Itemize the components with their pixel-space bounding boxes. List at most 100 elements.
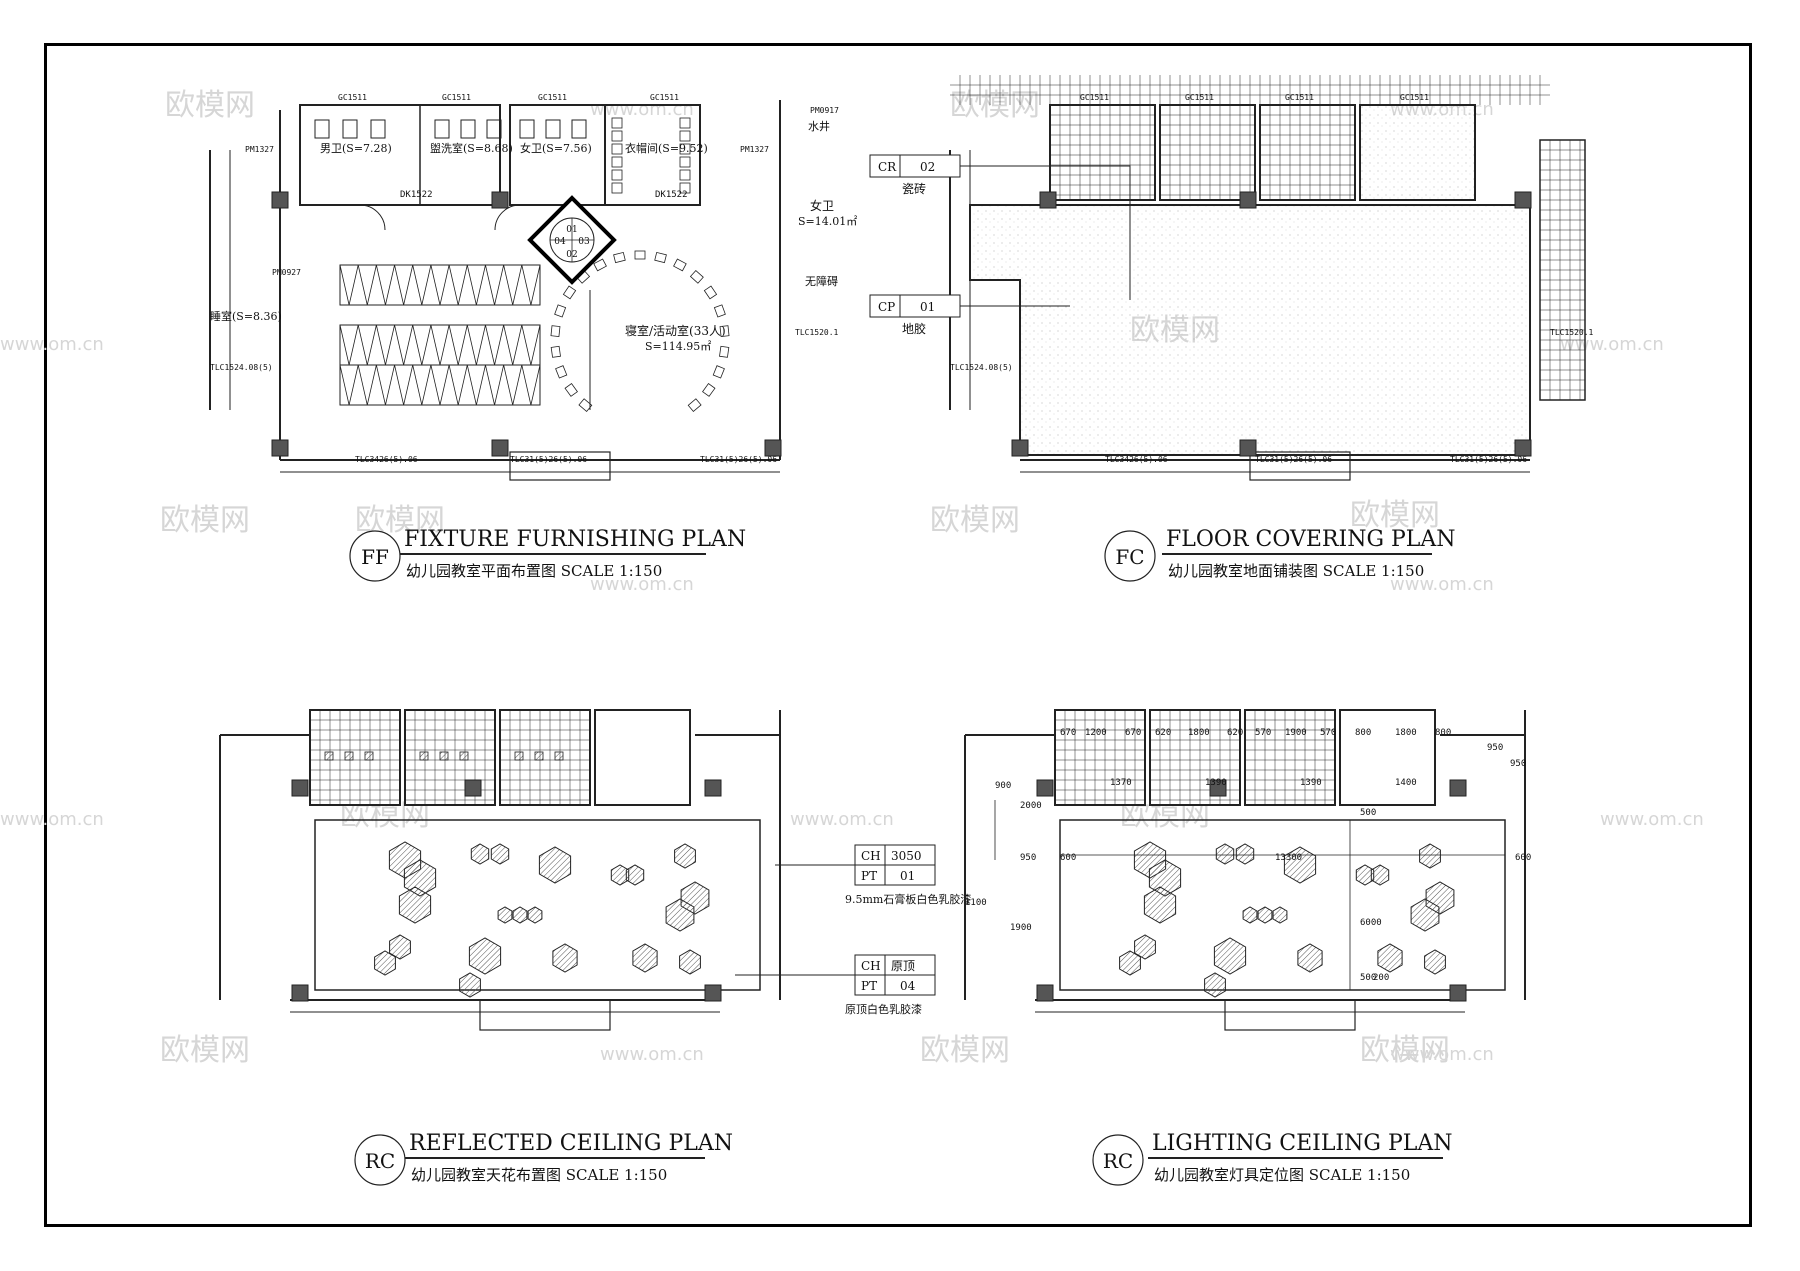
plan-code: RC bbox=[1103, 1149, 1133, 1173]
watermark-url: www.om.cn bbox=[790, 809, 894, 830]
tag-label: DK1522 bbox=[400, 190, 433, 200]
ceiling-grid-room bbox=[1054, 709, 1146, 806]
bed-pattern bbox=[339, 264, 541, 306]
hexagon-ceiling-light bbox=[490, 843, 510, 865]
compass-label: 02 bbox=[566, 250, 577, 260]
tag-label: TLC1524.08(5) bbox=[950, 363, 1013, 372]
plan-title: FLOOR COVERING PLAN bbox=[1166, 527, 1456, 552]
dimension-label: 1390 bbox=[1205, 778, 1227, 788]
ceiling-grid-room bbox=[499, 709, 591, 806]
watermark-brand: 欧模网 bbox=[160, 1033, 250, 1068]
ceiling-grid-room bbox=[1244, 709, 1336, 806]
leader-line bbox=[1070, 165, 1131, 300]
hexagon-ceiling-light bbox=[512, 906, 528, 924]
hexagon-ceiling-light bbox=[1204, 972, 1226, 998]
tag-label: GC1511 bbox=[442, 93, 471, 102]
dimension-label: 1900 bbox=[1010, 923, 1032, 933]
structural-column bbox=[704, 984, 722, 1002]
room-label: 寝室/活动室(33人) bbox=[625, 323, 726, 338]
finish-code: CH bbox=[861, 959, 881, 973]
wardrobe-room-floor bbox=[1359, 104, 1476, 201]
plan-subtitle: 幼儿园教室天花布置图 SCALE 1:150 bbox=[411, 1166, 667, 1184]
activity-table bbox=[654, 251, 667, 264]
hexagon-ceiling-light bbox=[1134, 934, 1156, 960]
exhaust-vent bbox=[364, 751, 374, 761]
locker-unit bbox=[611, 182, 623, 194]
dimension-label: 670 bbox=[1125, 728, 1141, 738]
hexagon-ceiling-light bbox=[1424, 949, 1446, 975]
hexagon-ceiling-light bbox=[398, 886, 432, 924]
bed-row bbox=[339, 324, 541, 366]
bed-pattern bbox=[339, 324, 541, 366]
locker-unit bbox=[611, 117, 623, 129]
hexagon-ceiling-light bbox=[1283, 846, 1317, 884]
room-label: S=14.01㎡ bbox=[798, 215, 857, 228]
washbasin-fixture bbox=[434, 119, 450, 139]
toilet-fixture bbox=[370, 119, 386, 139]
tag-label: GC1511 bbox=[1400, 93, 1429, 102]
finish-number: 01 bbox=[920, 300, 935, 314]
tiled-room bbox=[1049, 104, 1156, 201]
door-swing bbox=[359, 204, 386, 231]
plan-subtitle: 幼儿园教室地面铺装图 SCALE 1:150 bbox=[1168, 562, 1424, 580]
bed-pattern bbox=[339, 364, 541, 406]
activity-table bbox=[712, 365, 725, 379]
tag-label: TLC1520.1 bbox=[795, 328, 839, 337]
locker-unit bbox=[679, 156, 691, 168]
hexagon-ceiling-light bbox=[1242, 906, 1258, 924]
structural-column bbox=[271, 439, 289, 457]
hexagon-ceiling-light bbox=[1377, 943, 1403, 973]
tag-label: GC1511 bbox=[538, 93, 567, 102]
hexagon-ceiling-light bbox=[1213, 937, 1247, 975]
dimension-label: 950 bbox=[1020, 853, 1036, 863]
window-bay bbox=[1224, 999, 1356, 1031]
room-label: S=114.95㎡ bbox=[645, 340, 711, 353]
tag-label: TLC31(5)26(5).06 bbox=[700, 455, 777, 464]
tag-label: TLC3426(5).06 bbox=[1105, 455, 1168, 464]
room-label: 睡室(S=8.36) bbox=[210, 309, 282, 323]
exhaust-vent bbox=[554, 751, 564, 761]
exhaust-vent bbox=[439, 751, 449, 761]
exhaust-vent bbox=[419, 751, 429, 761]
room-label: 女卫 bbox=[810, 198, 834, 213]
activity-table bbox=[578, 398, 593, 412]
activity-table bbox=[593, 258, 607, 272]
hexagon-ceiling-light bbox=[552, 943, 578, 973]
locker-unit bbox=[679, 169, 691, 181]
exhaust-vent bbox=[534, 751, 544, 761]
toilet-fixture bbox=[571, 119, 587, 139]
bed-row bbox=[339, 264, 541, 306]
title-code-circle bbox=[354, 1134, 406, 1186]
compass-label: 03 bbox=[578, 237, 590, 247]
dimension-label: 800 bbox=[1355, 728, 1371, 738]
finish-number: 02 bbox=[920, 160, 935, 174]
dimension-label: 1370 bbox=[1110, 778, 1132, 788]
hexagon-ceiling-light bbox=[389, 934, 411, 960]
hexagon-ceiling-light bbox=[625, 864, 645, 886]
finish-number: 04 bbox=[900, 979, 916, 993]
tag-label: GC1511 bbox=[338, 93, 367, 102]
title-code-circle bbox=[1104, 530, 1156, 582]
hexagon-ceiling-light bbox=[459, 972, 481, 998]
room-label: 无障碍 bbox=[805, 274, 838, 288]
watermark-brand: 欧模网 bbox=[950, 88, 1040, 123]
hexagon-ceiling-light bbox=[1272, 906, 1288, 924]
toilet-fixture bbox=[545, 119, 561, 139]
activity-table bbox=[550, 325, 561, 337]
finish-code: CP bbox=[878, 300, 895, 314]
hexagon-ceiling-light bbox=[468, 937, 502, 975]
dimension-label: 13300 bbox=[1275, 853, 1302, 863]
activity-table bbox=[562, 285, 577, 300]
watermark-brand: 欧模网 bbox=[1360, 1033, 1450, 1068]
plan-code: FF bbox=[361, 545, 389, 569]
compass-label: 01 bbox=[566, 225, 577, 235]
finish-note: 原顶白色乳胶漆 bbox=[845, 1002, 922, 1016]
wardrobe-ceiling bbox=[594, 709, 691, 806]
window-bay bbox=[1249, 451, 1351, 481]
washbasin-fixture bbox=[486, 119, 502, 139]
watermark-url: www.om.cn bbox=[0, 334, 104, 355]
